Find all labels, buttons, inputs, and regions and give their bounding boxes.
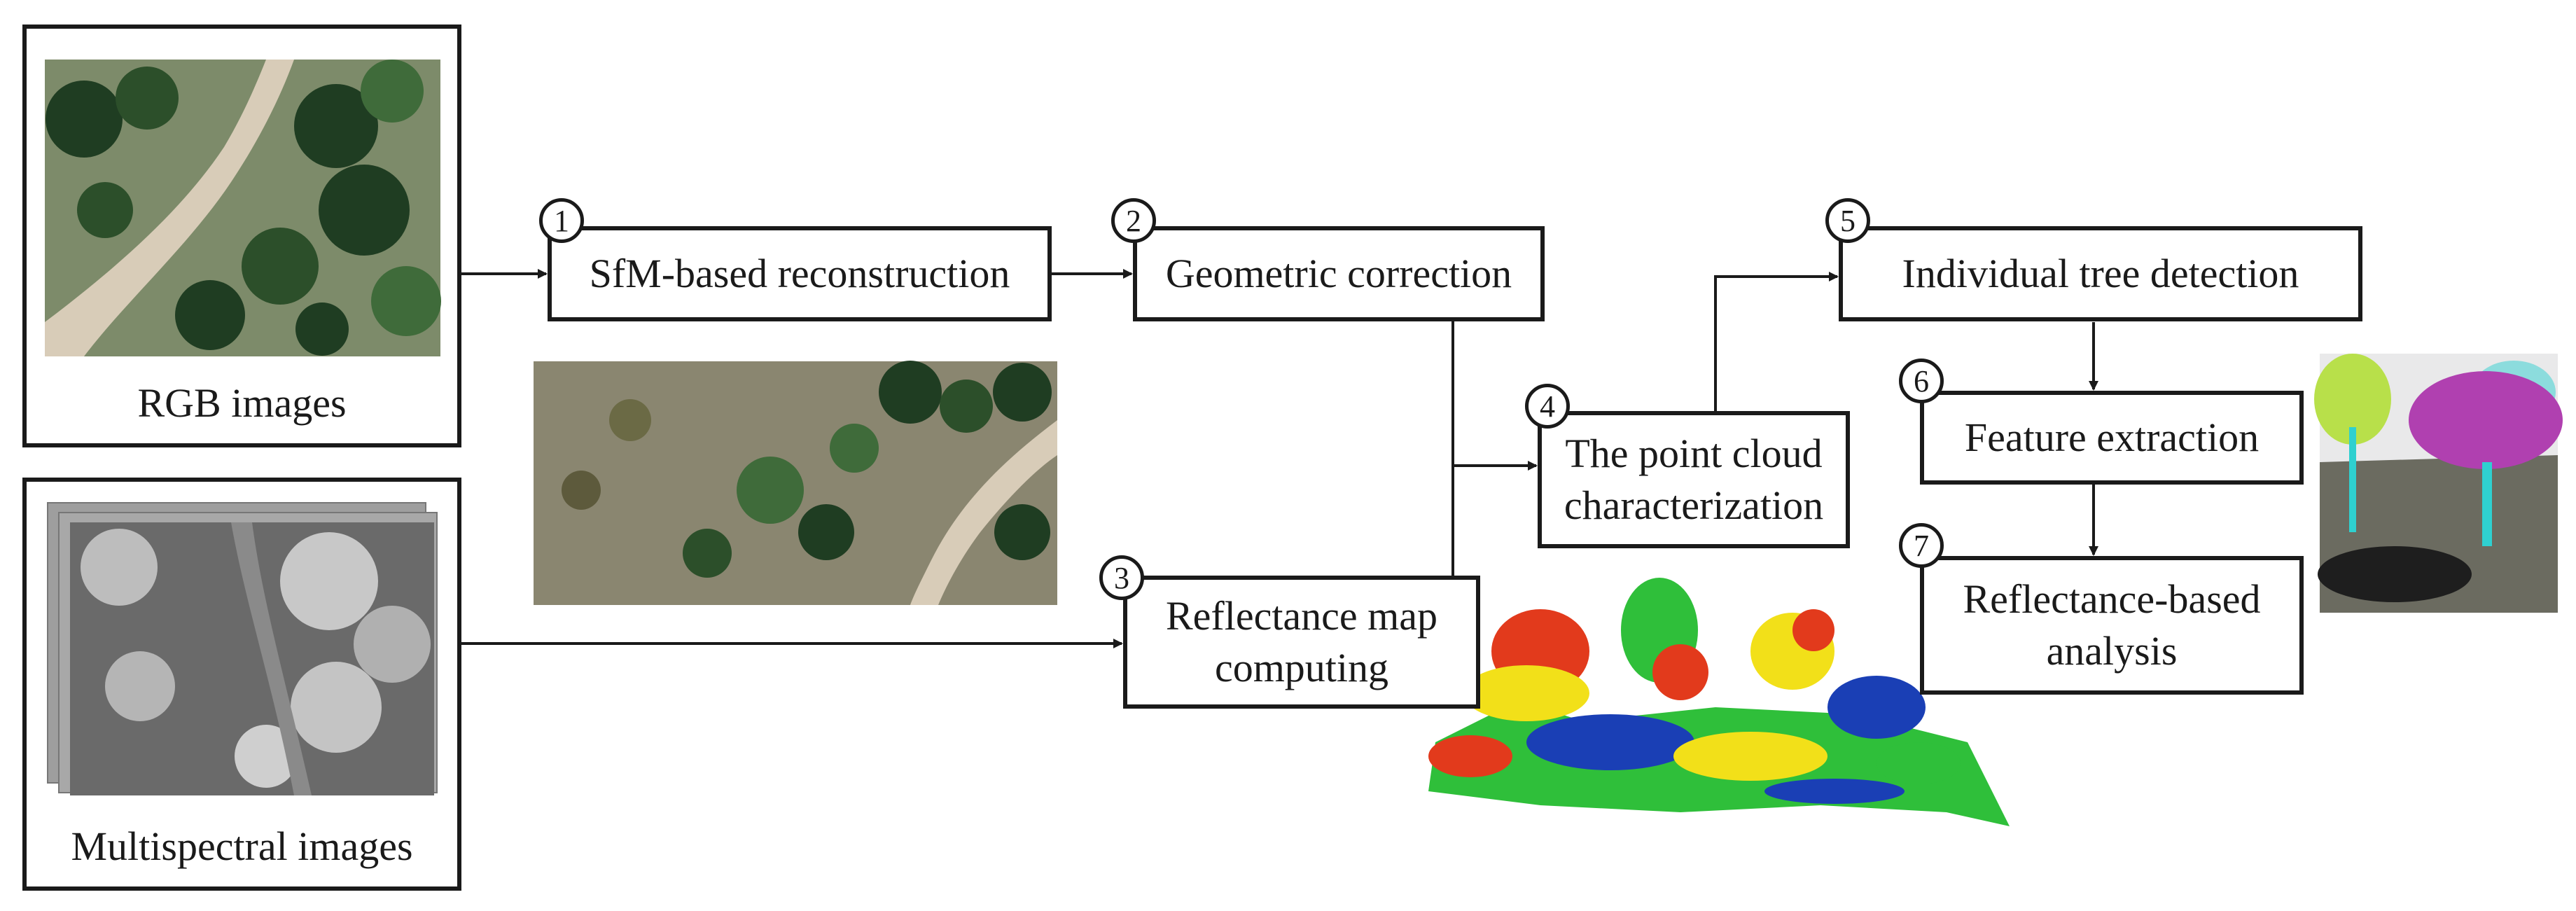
step-5-number-badge: 5	[1825, 198, 1870, 243]
multispectral-images-label: Multispectral images	[71, 823, 413, 869]
step-3-label: Reflectance map computing	[1165, 593, 1438, 690]
step-3-number-badge: 3	[1099, 555, 1144, 600]
step-5-individual-tree-detection: Individual tree detection	[1839, 226, 2362, 321]
step-1-number-badge: 1	[539, 198, 584, 243]
step-6-feature-extraction: Feature extraction	[1920, 391, 2304, 485]
step-1-sfm-reconstruction: SfM-based reconstruction	[548, 226, 1052, 321]
step-7-number-badge: 7	[1899, 523, 1944, 568]
rgb-images-panel: RGB images	[22, 25, 461, 447]
multispectral-images-panel: Multispectral images	[22, 478, 461, 891]
step-1-label: SfM-based reconstruction	[589, 251, 1010, 296]
step-2-label: Geometric correction	[1165, 251, 1512, 296]
step-4-number-badge: 4	[1525, 384, 1570, 429]
arrow-pointcloud-to-detection	[1714, 272, 1839, 411]
step-4-label: The point cloud characterization	[1564, 431, 1824, 528]
step-7-reflectance-based-analysis: Reflectance-based analysis	[1920, 556, 2304, 695]
rgb-images-label: RGB images	[137, 380, 347, 426]
step-7-label: Reflectance-based analysis	[1963, 576, 2261, 674]
step-5-label: Individual tree detection	[1902, 251, 2299, 296]
step-6-number-badge: 6	[1899, 359, 1944, 403]
step-6-label: Feature extraction	[1964, 415, 2260, 460]
step-2-number-badge: 2	[1111, 198, 1156, 243]
step-3-reflectance-map: Reflectance map computing	[1123, 576, 1480, 709]
step-2-geometric-correction: Geometric correction	[1133, 226, 1545, 321]
step-4-point-cloud-characterization: The point cloud characterization	[1538, 411, 1850, 548]
